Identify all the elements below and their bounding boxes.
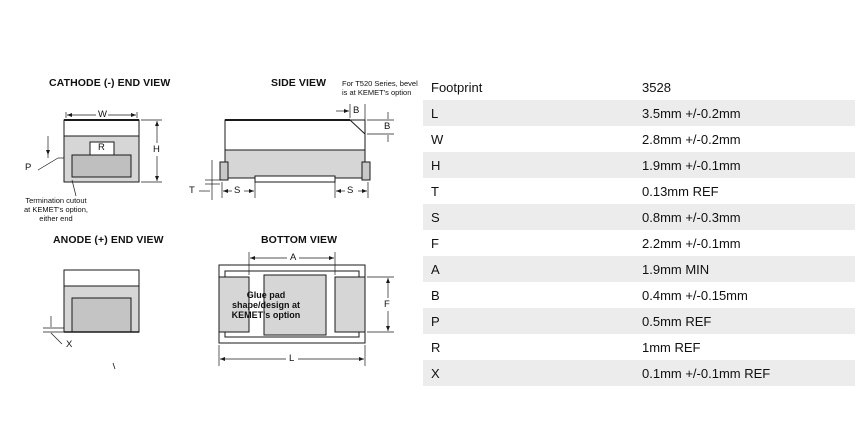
side-view-drawing: [199, 104, 394, 200]
t520-bevel-note-line: For T520 Series, bevel: [342, 79, 418, 88]
t520-bevel-note-line: is at KEMET's option: [342, 88, 412, 97]
dim-label-w: W: [98, 109, 107, 120]
package-line-art: [37, 104, 394, 370]
spec-value: 3528: [642, 79, 671, 95]
cathode-end-view-drawing: [37, 112, 162, 197]
dim-label-b-top: B: [353, 105, 360, 116]
spec-key: Footprint: [431, 79, 483, 95]
spec-key: A: [423, 256, 636, 282]
table-row: B 0.4mm +/-0.15mm: [423, 282, 855, 308]
side-view-title: SIDE VIEW: [271, 77, 327, 89]
spec-value: 1mm REF: [642, 339, 701, 355]
spec-key: H: [423, 152, 636, 178]
table-row: T 0.13mm REF: [423, 178, 855, 204]
dim-label-a: A: [290, 252, 297, 263]
dim-label-p: P: [25, 162, 32, 173]
dim-label-r: R: [98, 142, 105, 153]
dim-label-h: H: [153, 144, 160, 155]
termination-note-line: Termination cutout: [25, 196, 87, 205]
spec-key: B: [431, 287, 440, 303]
glue-pad-note: Glue pad shape/design at KEMET's option: [226, 290, 306, 320]
spec-key: R: [431, 339, 441, 355]
termination-note-line: either end: [39, 214, 73, 223]
spec-value: 0.5mm REF: [636, 308, 855, 334]
spec-value: 2.2mm +/-0.1mm: [642, 235, 741, 251]
spec-key: S: [423, 204, 636, 230]
spec-value: 1.9mm MIN: [636, 256, 855, 282]
anode-end-view-title: ANODE (+) END VIEW: [53, 234, 164, 246]
glue-pad-note-line: Glue pad: [246, 290, 286, 300]
spec-key: L: [423, 100, 636, 126]
spec-key: F: [431, 235, 439, 251]
table-row: W 2.8mm +/-0.2mm: [423, 126, 855, 152]
spec-value: 2.8mm +/-0.2mm: [642, 131, 741, 147]
termination-cutout-note: Termination cutout at KEMET's option, ei…: [24, 196, 88, 223]
spec-value: 0.13mm REF: [642, 183, 719, 199]
glue-pad-note-line: KEMET's option: [231, 310, 301, 320]
cathode-end-view-title: CATHODE (-) END VIEW: [49, 77, 171, 89]
dim-label-s-right: S: [347, 185, 354, 196]
spec-key: T: [431, 183, 439, 199]
table-row: Footprint 3528: [423, 74, 855, 100]
spec-value: 0.8mm +/-0.3mm: [636, 204, 855, 230]
dim-label-b-side: B: [384, 121, 391, 132]
glue-pad-note-line: shape/design at: [231, 300, 301, 310]
bottom-view-drawing: [218, 252, 394, 366]
dim-label-x: X: [66, 339, 73, 350]
bottom-view-title: BOTTOM VIEW: [261, 234, 338, 246]
spec-key: P: [423, 308, 636, 334]
package-drawing: CATHODE (-) END VIEW SIDE VIEW ANODE (+)…: [0, 0, 420, 447]
dim-label-t: T: [189, 185, 195, 196]
anode-end-view-drawing: [43, 269, 140, 370]
dim-label-s-left: S: [234, 185, 241, 196]
table-row: F 2.2mm +/-0.1mm: [423, 230, 855, 256]
termination-note-line: at KEMET's option,: [24, 205, 88, 214]
spec-value: 3.5mm +/-0.2mm: [636, 100, 855, 126]
spec-key: X: [423, 360, 636, 386]
spec-key: W: [431, 131, 444, 147]
spec-value: 0.4mm +/-0.15mm: [642, 287, 748, 303]
t520-bevel-note: For T520 Series, bevel is at KEMET's opt…: [342, 79, 418, 97]
dim-label-l: L: [289, 353, 295, 364]
spec-value: 1.9mm +/-0.1mm: [636, 152, 855, 178]
table-row: R 1mm REF: [423, 334, 855, 360]
spec-value: 0.1mm +/-0.1mm REF: [636, 360, 855, 386]
dim-label-f: F: [384, 299, 390, 310]
